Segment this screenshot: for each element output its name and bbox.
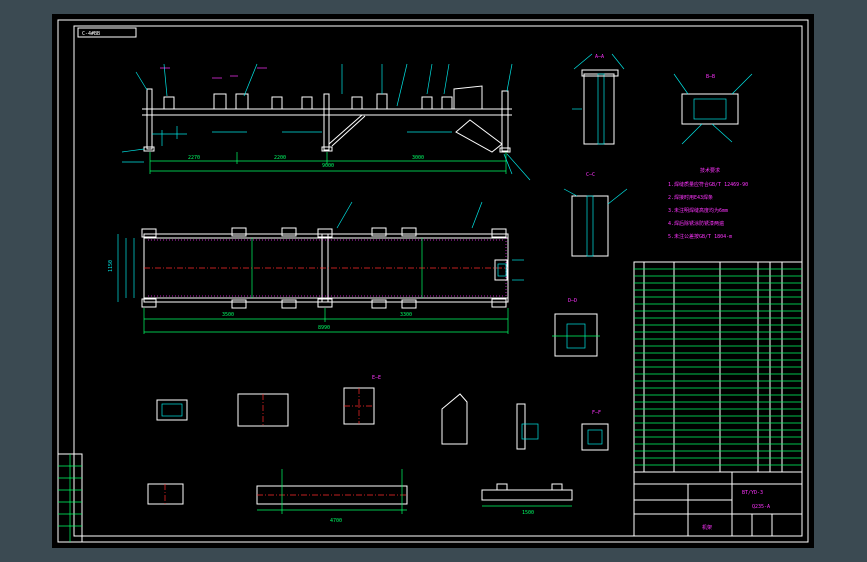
tech-line-5: 5.未注公差按GB/T 1804-m <box>668 233 732 240</box>
front-dim-seg3: 3000 <box>412 155 424 161</box>
detail-parts-row2 <box>147 469 573 514</box>
section-c-label: C—C <box>586 172 595 178</box>
section-d-label: D—D <box>568 298 577 304</box>
plan-dim-width: 1150 <box>108 260 114 272</box>
front-view: 9000 2270 2200 3000 <box>121 63 531 181</box>
outer-frame <box>57 19 809 543</box>
tech-line-3: 3.未注明焊缝高度均为6mm <box>668 207 728 214</box>
section-e-label: E—E <box>372 375 381 381</box>
front-dim-total: 9000 <box>322 163 334 169</box>
tech-title: 技术要求 <box>700 167 720 174</box>
cad-drawing: C-4#BB <box>57 19 809 543</box>
section-view-b <box>673 73 753 145</box>
tech-line-2: 2.焊接时用E43焊条 <box>668 194 713 201</box>
front-dim-seg2: 2200 <box>274 155 286 161</box>
tech-line-4: 4.焊后除锈涂防锈漆两遍 <box>668 220 724 227</box>
plan-dim-right: 3300 <box>400 312 412 318</box>
tech-line-1: 1.焊缝质量应符合GB/T 12469-90 <box>668 181 748 188</box>
section-a-label: A—A <box>595 54 604 60</box>
drawing-sheet: C-4#BB <box>52 14 814 548</box>
plan-dim-left: 3500 <box>222 312 234 318</box>
section-f-label: F—F <box>592 410 601 416</box>
section-view-d <box>552 313 600 357</box>
title-material: Q235-A <box>752 504 770 510</box>
title-drawing-number: BT/YD-3 <box>742 490 763 496</box>
code-box <box>77 27 137 38</box>
detail-dim-len2: 1500 <box>522 510 534 516</box>
title-sheet-name: 机架 <box>702 524 712 531</box>
revision-strip <box>57 453 83 543</box>
section-view-a <box>572 53 625 145</box>
code-box-text: C-4#BB <box>82 31 100 37</box>
plan-view: 8990 3500 3300 1150 <box>108 201 524 334</box>
inner-frame <box>73 25 803 537</box>
detail-dim-len: 4700 <box>330 518 342 524</box>
front-dim-seg1: 2270 <box>188 155 200 161</box>
section-view-c <box>563 188 628 257</box>
title-block <box>633 471 803 537</box>
plan-dim-total: 8990 <box>318 325 330 331</box>
detail-parts-row1 <box>156 387 609 451</box>
section-b-label: B—B <box>706 74 715 80</box>
parts-list-table <box>633 261 803 473</box>
